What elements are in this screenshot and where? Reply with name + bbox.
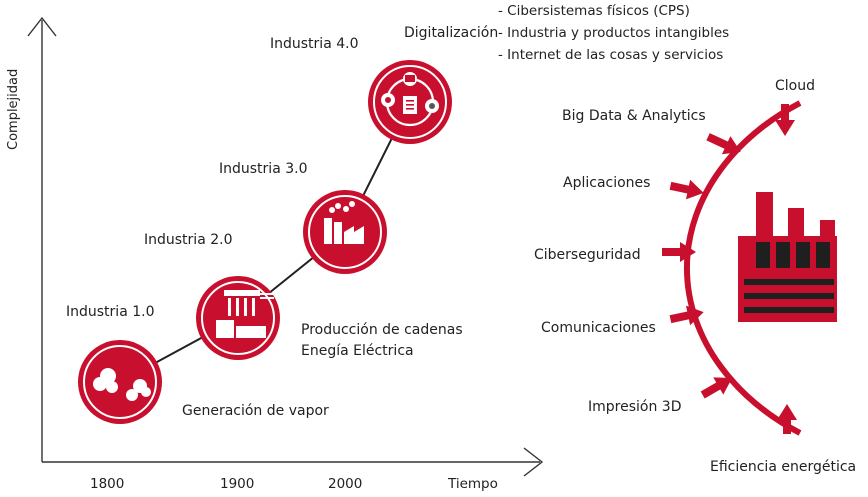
arrow-comunicaciones [669, 305, 704, 326]
stage-1-badge [78, 340, 162, 424]
tech-aplicaciones: Aplicaciones [563, 175, 651, 191]
factory-icon [324, 201, 364, 244]
tech-impresion-3d: Impresión 3D [588, 399, 682, 415]
digitalization-item-3: - Internet de las cosas y servicios [498, 47, 724, 63]
stage-2-badge [196, 276, 280, 360]
digitalization-item-2: - Industria y productos intangibles [498, 25, 730, 41]
stage-2-description-line-2: Enegía Eléctrica [301, 343, 414, 359]
stage-2-description-line-1: Producción de cadenas [301, 322, 463, 338]
stage-3-title: Industria 3.0 [219, 161, 308, 177]
connected-cycle-icon [381, 72, 439, 127]
stage-4-title: Industria 4.0 [270, 36, 359, 52]
x-tick-1800: 1800 [90, 476, 125, 492]
evolution-path [119, 101, 411, 383]
x-axis-arrowhead [523, 447, 544, 477]
y-axis-label: Complejidad [6, 68, 21, 150]
technologies-arc [683, 100, 802, 436]
arrow-big-data [706, 133, 741, 155]
digitalization-label: Digitalización [404, 25, 499, 41]
arrow-eficiencia [777, 404, 797, 434]
stage-4-badge [368, 60, 452, 144]
x-tick-1900: 1900 [220, 476, 255, 492]
arrow-aplicaciones [669, 179, 704, 200]
stage-1-description: Generación de vapor [182, 403, 329, 419]
tech-big-data: Big Data & Analytics [562, 108, 706, 124]
arrow-ciberseguridad [662, 242, 696, 262]
stage-3-badge [303, 190, 387, 274]
axes [27, 16, 544, 477]
assembly-line-icon [216, 290, 274, 338]
tech-eficiencia: Eficiencia energética [710, 459, 857, 475]
stage-1-title: Industria 1.0 [66, 304, 155, 320]
tech-ciberseguridad: Ciberseguridad [534, 247, 641, 263]
arrow-impresion-3d [700, 377, 733, 399]
y-axis-arrowhead [27, 16, 57, 37]
steam-icon [93, 368, 151, 401]
x-tick-2000: 2000 [328, 476, 363, 492]
tech-cloud: Cloud [775, 78, 815, 94]
factory-large-icon [738, 192, 837, 322]
digitalization-item-1: - Cibersistemas físicos (CPS) [498, 3, 690, 19]
stage-2-title: Industria 2.0 [144, 232, 233, 248]
tech-comunicaciones: Comunicaciones [541, 320, 656, 336]
technology-arrows [662, 104, 797, 434]
arrow-cloud [775, 104, 795, 136]
x-axis-label: Tiempo [448, 476, 498, 492]
